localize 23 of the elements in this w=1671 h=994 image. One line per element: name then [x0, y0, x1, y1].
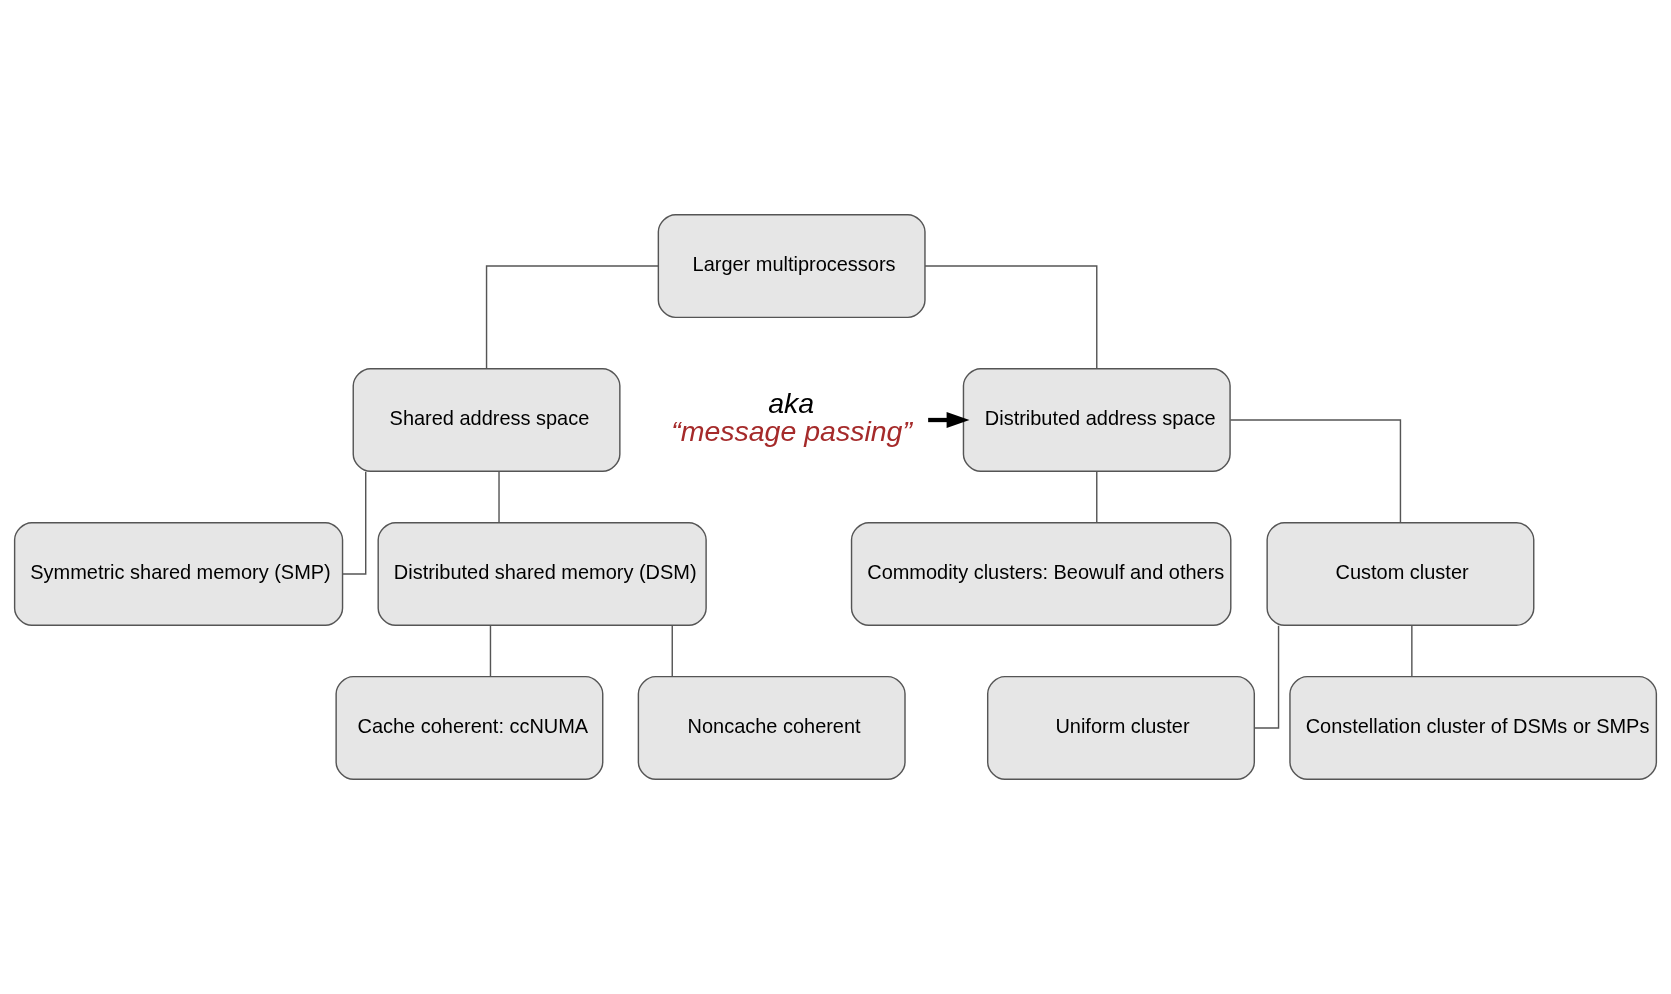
connector	[671, 624, 673, 677]
node-box: Larger multiprocessors	[657, 214, 926, 319]
node-box: Custom cluster	[1266, 521, 1535, 627]
node-text: aka “message passing”	[671, 386, 912, 448]
connector	[1253, 624, 1280, 729]
connector	[489, 624, 492, 677]
connector	[342, 471, 367, 575]
connector	[924, 265, 1098, 370]
node-box: Cache coherent: ccNUMA	[335, 675, 604, 780]
node-box: Symmetric shared memory (SMP)	[13, 521, 344, 627]
node-box: Commodity clusters: Beowulf and others	[850, 521, 1232, 627]
connector	[498, 471, 500, 523]
node-box: Uniform cluster	[987, 675, 1256, 780]
arrow	[928, 412, 970, 428]
connector	[1096, 471, 1098, 523]
connector	[1411, 624, 1413, 677]
node-box: Distributed shared memory (DSM)	[377, 521, 707, 627]
node-box: Distributed address space	[962, 367, 1231, 473]
node-box: Noncache coherent	[637, 675, 906, 780]
connector	[1229, 419, 1402, 523]
connector	[485, 265, 659, 370]
node-box: Constellation cluster of DSMs or SMPs	[1289, 675, 1658, 780]
node-box: Shared address space	[352, 367, 621, 473]
